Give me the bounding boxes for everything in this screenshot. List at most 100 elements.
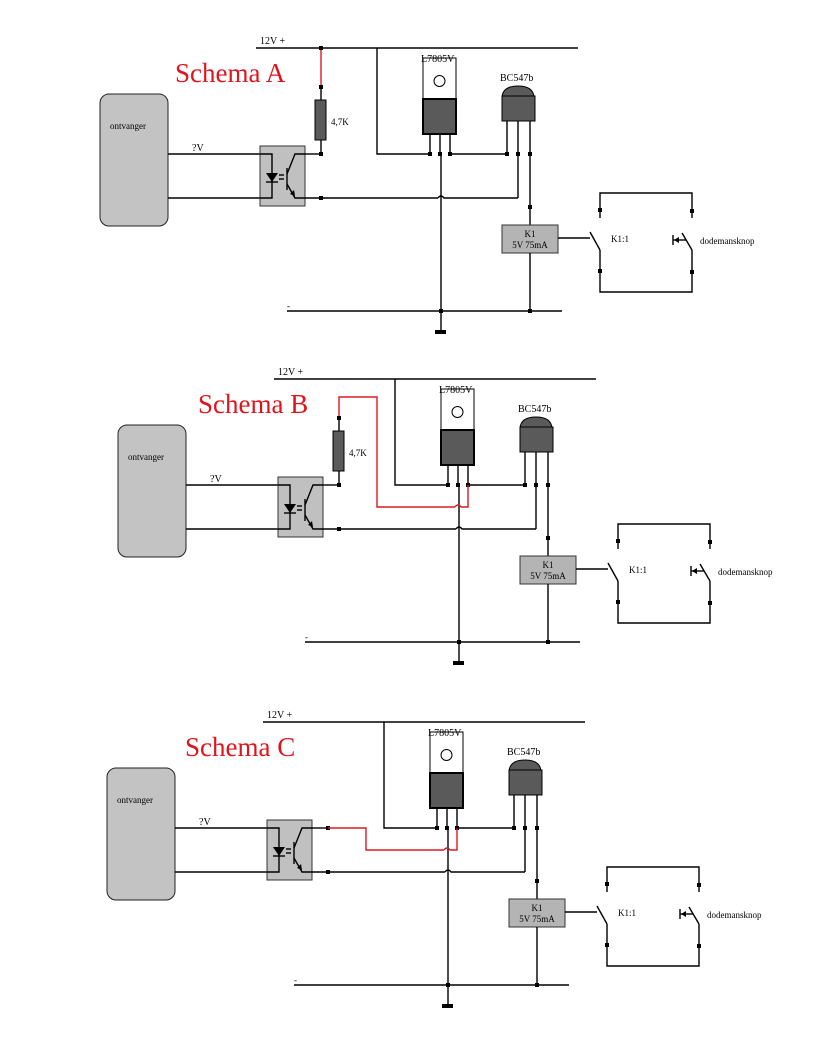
resistor-label: 4,7K	[349, 448, 367, 458]
relay-rating-label: 5V 75mA	[519, 914, 555, 924]
supply-label: 12V +	[260, 36, 286, 47]
junction-dot	[319, 152, 323, 156]
mounting-hole-icon	[433, 75, 446, 87]
collector-to-5v-wire	[328, 827, 444, 851]
led-icon	[266, 173, 278, 182]
junction-dot	[605, 882, 609, 886]
input-voltage-label: ?V	[199, 817, 211, 828]
schema-title: Schema C	[185, 732, 295, 762]
wire	[293, 827, 312, 849]
transistor-body	[501, 95, 536, 122]
transistor-label: BC547b	[500, 73, 533, 84]
deadman-button-label: dodemansknop	[707, 910, 762, 920]
receiver-label: ontvanger	[117, 795, 153, 805]
transistor-cap	[508, 759, 542, 772]
regulator-tab	[429, 731, 464, 774]
junction-dot	[616, 539, 620, 543]
relay-contact-icon	[589, 231, 601, 251]
relay-label: K1	[532, 903, 543, 913]
optocoupler-icon	[260, 153, 305, 199]
transistor-bc547b	[519, 416, 554, 487]
junction-dot	[616, 600, 620, 604]
led-icon	[273, 847, 285, 856]
wire	[617, 523, 711, 549]
junction-dot	[528, 309, 532, 313]
transistor-body	[508, 769, 543, 796]
relay-rating-label: 5V 75mA	[512, 240, 548, 250]
junction-dot	[697, 944, 701, 948]
optocoupler-icon	[278, 484, 323, 530]
relay-k1	[519, 555, 577, 585]
resistor	[314, 99, 327, 141]
optocoupler-box	[277, 476, 324, 538]
wire	[606, 866, 700, 892]
pullup-wire-to-5v	[454, 485, 469, 508]
junction-dot	[546, 640, 550, 644]
junction-dot	[708, 540, 712, 544]
input-voltage-label: ?V	[210, 474, 222, 485]
regulator-body	[422, 98, 457, 135]
receiver-label: ontvanger	[110, 121, 146, 131]
relay-label: K1	[543, 560, 554, 570]
regulator-body	[429, 772, 464, 809]
junction-dot	[337, 527, 341, 531]
receiver-label: ontvanger	[128, 452, 164, 462]
switch-circuit	[589, 192, 694, 293]
regulator-label: L7805V	[439, 385, 473, 396]
schema-title: Schema B	[198, 389, 308, 419]
pushbutton-contact-icon	[681, 232, 693, 251]
junction-dot	[528, 205, 532, 209]
relay-contact-icon	[607, 562, 619, 582]
junction-dot	[605, 943, 609, 947]
optocoupler-icon	[267, 827, 312, 873]
mounting-hole-icon	[440, 749, 453, 761]
junction-dot	[456, 483, 460, 487]
pushbutton-contact-icon	[688, 906, 700, 925]
ground-label: -	[287, 301, 290, 311]
junction-dot	[690, 209, 694, 213]
wire-crossover	[455, 526, 536, 530]
optocoupler-box	[259, 145, 306, 207]
emitter-arrow-icon	[290, 190, 295, 196]
junction-dot	[546, 536, 550, 540]
relay-contact-label: K1:1	[629, 565, 647, 575]
junction-dot	[319, 196, 323, 200]
junction-dot	[697, 883, 701, 887]
junction-dot	[319, 46, 323, 50]
relay-contact-label: K1:1	[618, 908, 636, 918]
junction-dot	[708, 601, 712, 605]
junction-dot	[598, 208, 602, 212]
relay-k1	[501, 224, 559, 254]
supply-label: 12V +	[267, 710, 293, 721]
transistor-bc547b	[501, 85, 536, 156]
relay-k1	[508, 898, 566, 928]
regulator-label: L7805V	[428, 728, 462, 739]
switch-circuit	[596, 866, 701, 967]
wire	[599, 250, 693, 293]
pushbutton-arrow-icon	[692, 568, 697, 574]
junction-dot	[523, 483, 527, 487]
junction-dot	[690, 270, 694, 274]
junction-dot	[457, 640, 461, 644]
wire	[293, 857, 312, 873]
relay-contact-label: K1:1	[611, 234, 629, 244]
junction-dot	[446, 983, 450, 987]
junction-dot	[326, 870, 330, 874]
ground-symbol-icon	[442, 1004, 453, 1008]
emitter-arrow-icon	[297, 864, 302, 870]
switch-circuit	[607, 523, 712, 624]
regulator-body	[440, 429, 475, 466]
schema-title: Schema A	[175, 58, 286, 88]
receiver-box	[99, 93, 169, 227]
regulator-l7805v	[422, 57, 457, 156]
junction-dot	[439, 309, 443, 313]
junction-dot	[598, 269, 602, 273]
mounting-hole-icon	[451, 406, 464, 418]
pushbutton-contact-icon	[699, 563, 711, 582]
transistor-cap	[501, 85, 535, 98]
transistor-body	[519, 426, 554, 453]
regulator-input-wire	[383, 722, 437, 829]
